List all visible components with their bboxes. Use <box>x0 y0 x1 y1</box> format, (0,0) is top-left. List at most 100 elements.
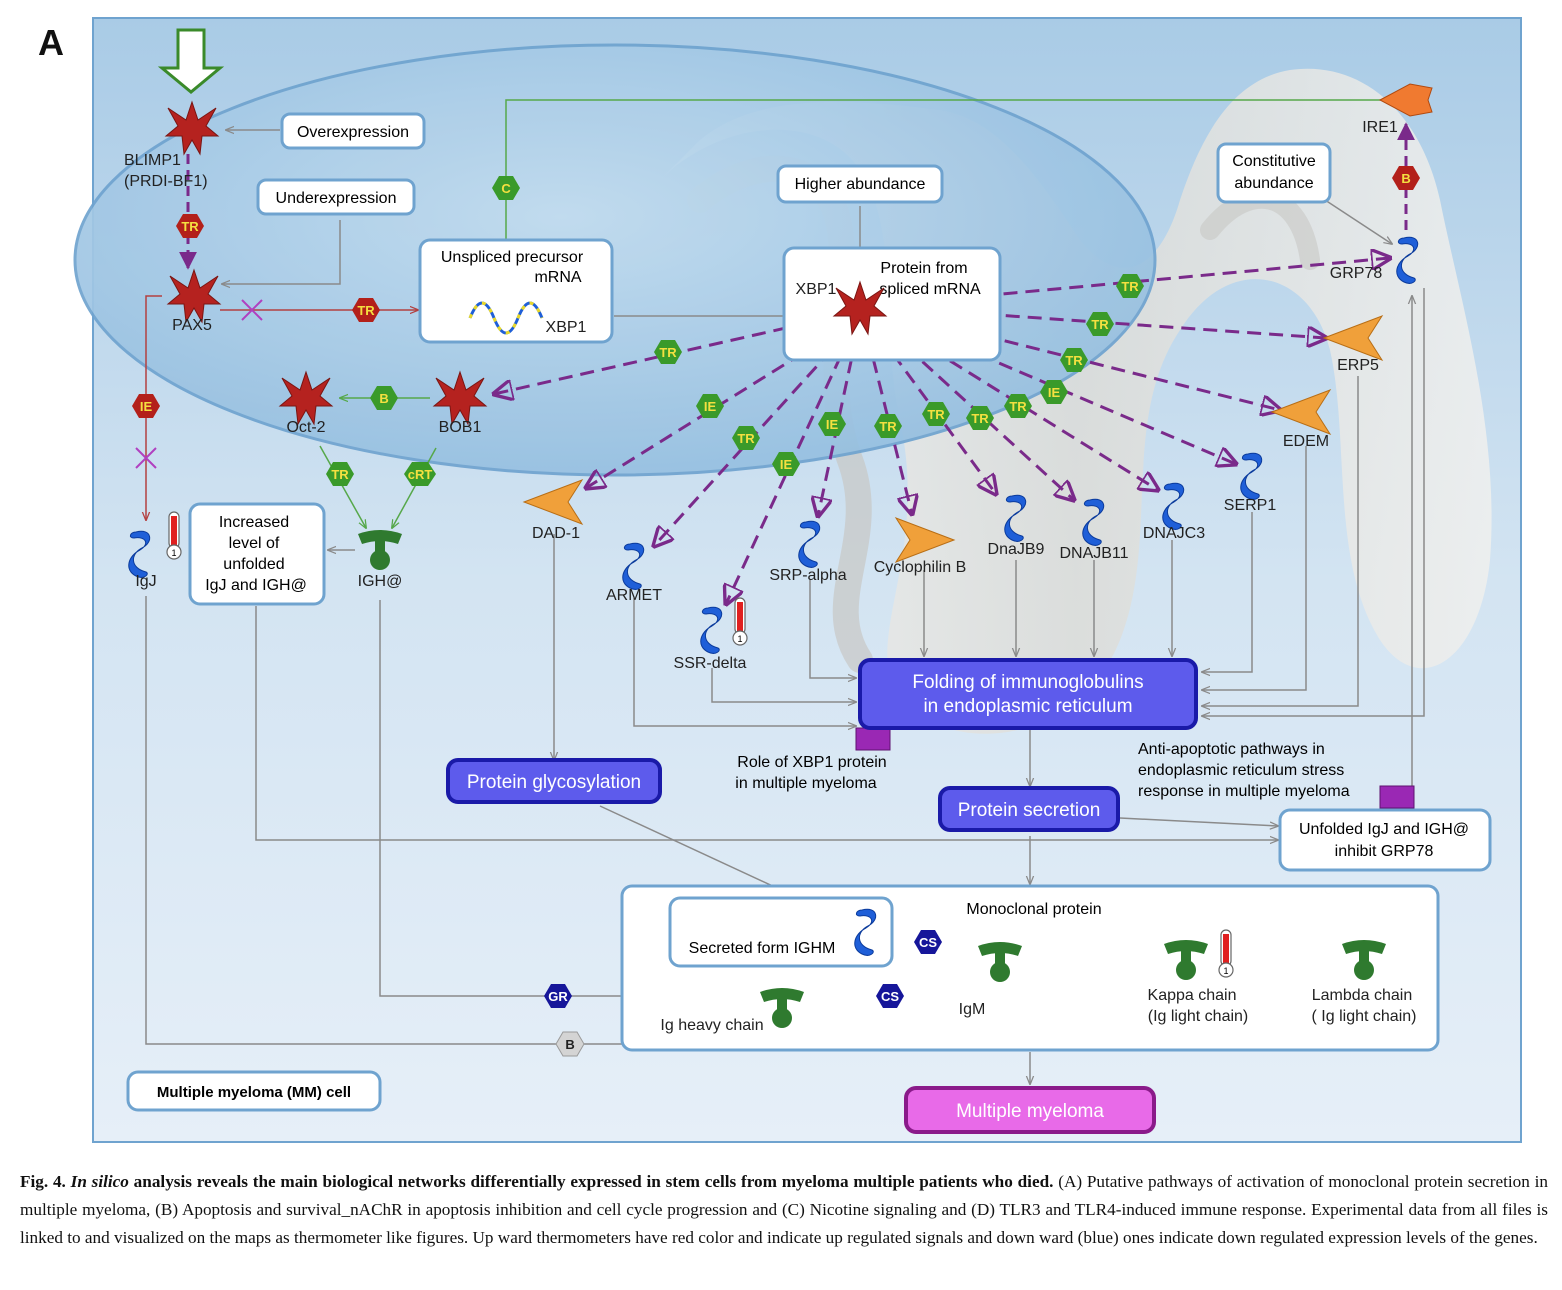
grp78-label: GRP78 <box>1330 265 1383 282</box>
svg-text:B: B <box>565 1037 574 1052</box>
svg-text:TR: TR <box>1065 353 1083 368</box>
caption-head-2: analysis reveals the main biological net… <box>128 1172 1054 1191</box>
svg-text:TR: TR <box>357 303 375 318</box>
protein-from-label-2: spliced mRNA <box>879 281 981 298</box>
caption-body: (A) Putative pathways of activation of m… <box>20 1172 1548 1247</box>
badge-b-bob1: B <box>370 386 398 410</box>
badge-crt-bob1: cRT <box>404 462 436 486</box>
blimp1-alias-label: (PRDI-BF1) <box>124 173 208 190</box>
thermometer-ssr-delta: 1 <box>732 597 748 646</box>
increased-label-3: unfolded <box>223 556 284 573</box>
badge-tr-grp78: TR <box>1116 274 1144 298</box>
note-boxes: Overexpression Underexpression Unspliced… <box>126 112 1492 1112</box>
badge-c: C <box>492 176 520 200</box>
bob1-label: BOB1 <box>439 419 482 436</box>
svg-text:IE: IE <box>140 399 153 414</box>
unfolded-label-1: Unfolded IgJ and IGH@ <box>1299 821 1469 838</box>
svg-text:cRT: cRT <box>408 467 433 482</box>
anti-label-2: endoplasmic reticulum stress <box>1138 762 1344 779</box>
svg-text:IE: IE <box>780 457 793 472</box>
glycosylation-label: Protein glycosylation <box>467 772 641 793</box>
folding-label-1: Folding of immunoglobulins <box>912 672 1143 693</box>
badge-ie-ssr: IE <box>772 452 800 476</box>
svg-text:TR: TR <box>879 419 897 434</box>
increased-label-4: IgJ and IGH@ <box>205 577 307 594</box>
node-labels: BLIMP1 (PRDI-BF1) PAX5 Oct-2 BOB1 IgJ IG… <box>124 119 1416 1034</box>
badge-tr-dnajc3: TR <box>1004 394 1032 418</box>
xbp1-mrna-label: XBP1 <box>546 319 587 336</box>
monoclonal-protein-label: Monoclonal protein <box>966 901 1101 918</box>
svg-text:TR: TR <box>927 407 945 422</box>
unspliced-label-1: Unspliced precursor <box>441 249 584 266</box>
badge-tr-dnajb9: TR <box>922 402 950 426</box>
svg-text:TR: TR <box>659 345 677 360</box>
svg-text:TR: TR <box>1091 317 1109 332</box>
svg-text:IE: IE <box>826 417 839 432</box>
increased-label-1: Increased <box>219 514 289 531</box>
badge-ie-dad1: IE <box>696 394 724 418</box>
caption-head-em: In silico <box>70 1172 129 1191</box>
unfolded-label-2: inhibit GRP78 <box>1335 843 1434 860</box>
constitutive-label-1: Constitutive <box>1232 153 1316 170</box>
badges: TR TR IE B C B TR cRT <box>132 166 1420 1057</box>
svg-text:IE: IE <box>704 399 717 414</box>
badge-tr-cyclophilin: TR <box>874 414 902 438</box>
xbp1-label: XBP1 <box>796 281 837 298</box>
badge-tr-dnajb11: TR <box>966 406 994 430</box>
input-arrow-icon <box>157 28 225 94</box>
cyclophilin-b-label: Cyclophilin B <box>874 559 966 576</box>
constitutive-label-2: abundance <box>1234 175 1313 192</box>
svg-text:TR: TR <box>331 467 349 482</box>
igj-label: IgJ <box>135 573 156 590</box>
thermometers: 1 1 1 <box>166 511 1234 978</box>
blimp1-label: BLIMP1 <box>124 152 181 169</box>
panel-label: A <box>38 22 64 63</box>
block-marks <box>135 299 263 469</box>
oct2-label: Oct-2 <box>286 419 325 436</box>
badge-cs-ighm: CS <box>914 930 942 954</box>
role-label-2: in multiple myeloma <box>735 775 876 792</box>
ssr-delta-label: SSR-delta <box>674 655 747 672</box>
svg-text:TR: TR <box>1009 399 1027 414</box>
svg-text:1: 1 <box>171 548 176 558</box>
thermometer-kappa: 1 <box>1218 929 1234 978</box>
thermometer-igj: 1 <box>166 511 182 560</box>
anti-map-link-icon <box>1379 785 1415 809</box>
badge-ie-pax5: IE <box>132 394 160 418</box>
node-glyphs <box>128 28 1433 1028</box>
role-label-1: Role of XBP1 protein <box>737 754 886 771</box>
higher-abundance-label: Higher abundance <box>795 176 926 193</box>
anti-label-3: response in multiple myeloma <box>1138 783 1350 800</box>
secreted-ighm-label: Secreted form IGHM <box>689 940 836 957</box>
nucleus <box>73 43 1157 477</box>
badge-b-gray: B <box>555 1031 585 1057</box>
pax5-label: PAX5 <box>172 317 212 334</box>
svg-text:GR: GR <box>548 989 568 1004</box>
svg-text:1: 1 <box>1223 966 1228 976</box>
srp-alpha-label: SRP-alpha <box>769 567 846 584</box>
figure-caption: Fig. 4. In silico analysis reveals the m… <box>20 1168 1548 1252</box>
dad1-label: DAD-1 <box>532 525 580 542</box>
erp5-label: ERP5 <box>1337 357 1379 374</box>
svg-text:CS: CS <box>919 935 937 950</box>
badge-b-grp78: B <box>1392 166 1420 190</box>
igm-label: IgM <box>959 1001 986 1018</box>
disease-label: Multiple myeloma <box>956 1101 1104 1122</box>
svg-text:IE: IE <box>1048 385 1061 400</box>
badge-tr-bob1-xbp1: TR <box>654 340 682 364</box>
process-boxes: Folding of immunoglobulins in endoplasmi… <box>446 658 1198 1134</box>
ire1-label: IRE1 <box>1362 119 1398 136</box>
folding-label-2: in endoplasmic reticulum <box>923 696 1132 717</box>
svg-text:TR: TR <box>1121 279 1139 294</box>
lambda-chain-label-2: ( Ig light chain) <box>1312 1008 1417 1025</box>
badge-gr: GR <box>544 984 572 1008</box>
kappa-chain-label-2: (Ig light chain) <box>1148 1008 1249 1025</box>
mm-cell-label: Multiple myeloma (MM) cell <box>157 1084 351 1101</box>
badge-tr-blimp: TR <box>176 214 204 238</box>
role-map-link-icon <box>855 727 891 751</box>
underexpression-label: Underexpression <box>276 190 397 207</box>
badge-tr-edem: TR <box>1060 348 1088 372</box>
badge-tr-pax5: TR <box>352 298 380 322</box>
badge-tr-erp5: TR <box>1086 312 1114 336</box>
igh-label: IGH@ <box>358 573 403 590</box>
